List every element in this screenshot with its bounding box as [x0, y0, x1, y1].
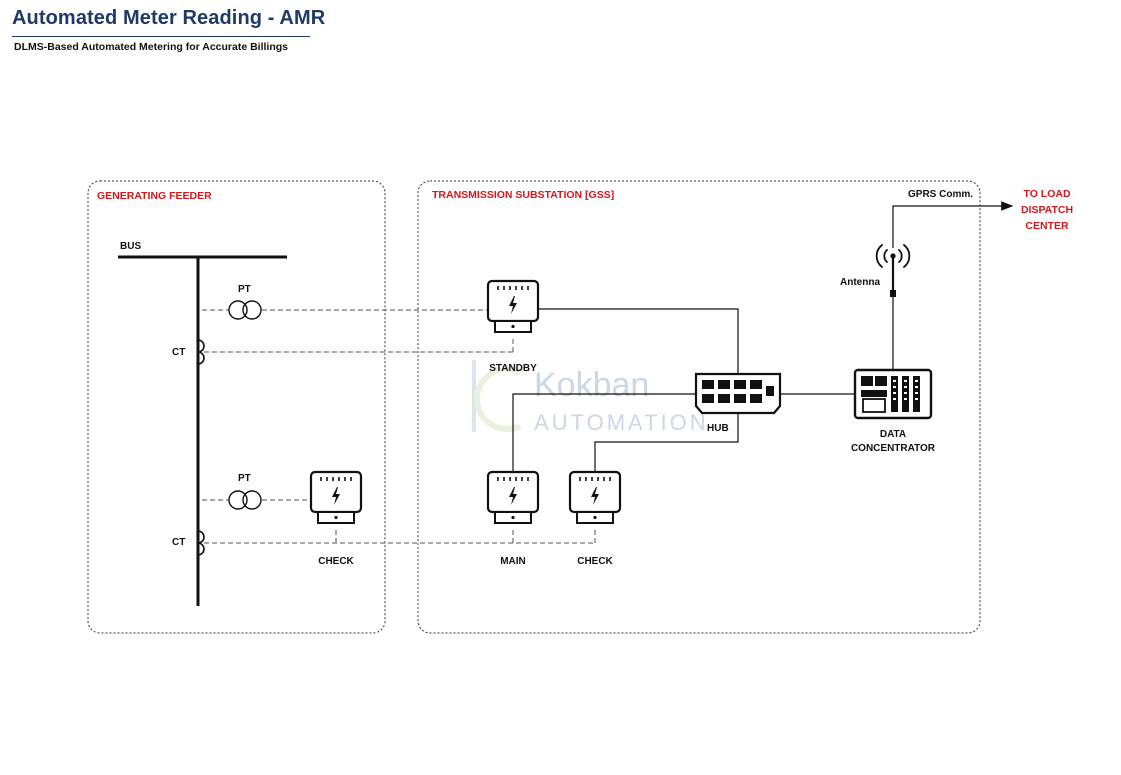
signal-wiring	[202, 309, 596, 544]
main-label: MAIN	[500, 556, 526, 567]
page-subtitle: DLMS-Based Automated Metering for Accura…	[14, 41, 289, 53]
concentrator-label-1: DATA	[880, 429, 906, 440]
bus-label: BUS	[120, 241, 141, 252]
gprs-label: GPRS Comm.	[908, 189, 973, 200]
ct-bottom-label: CT	[172, 537, 185, 548]
ct-top-label: CT	[172, 347, 185, 358]
substation-zone	[417, 180, 981, 634]
check-meter	[568, 470, 622, 525]
hub-label: HUB	[707, 423, 729, 434]
check-label: CHECK	[577, 556, 613, 567]
hub-icon	[694, 372, 782, 415]
pt-bottom-label: PT	[238, 473, 251, 484]
antenna-icon	[875, 244, 911, 297]
pt-bottom-symbol	[228, 490, 262, 510]
watermark-line2: AUTOMATION	[534, 410, 709, 435]
generating-feeder-title: GENERATING FEEDER	[97, 190, 212, 202]
standby-label: STANDBY	[489, 363, 537, 374]
pt-top-symbol	[228, 300, 262, 320]
generating-feeder-zone	[87, 180, 386, 634]
comm-wiring	[512, 201, 1014, 472]
data-concentrator-icon	[853, 368, 933, 420]
watermark-line1: Kokban	[534, 366, 649, 404]
watermark-logo: Kokban AUTOMATION	[472, 360, 709, 435]
main-meter	[486, 470, 540, 525]
destination-line1: TO LOAD	[1023, 188, 1070, 200]
concentrator-label-2: CONCENTRATOR	[851, 443, 936, 454]
page-title: Automated Meter Reading - AMR	[12, 7, 326, 29]
standby-meter	[486, 279, 540, 334]
feeder-check-label: CHECK	[318, 556, 354, 567]
pt-top-label: PT	[238, 284, 251, 295]
antenna-label: Antenna	[840, 277, 880, 288]
destination-line3: CENTER	[1025, 220, 1069, 232]
feeder-check-meter	[309, 470, 363, 525]
substation-title: TRANSMISSION SUBSTATION [GSS]	[432, 189, 614, 201]
destination-line2: DISPATCH	[1021, 204, 1073, 216]
title-underline	[12, 36, 310, 37]
